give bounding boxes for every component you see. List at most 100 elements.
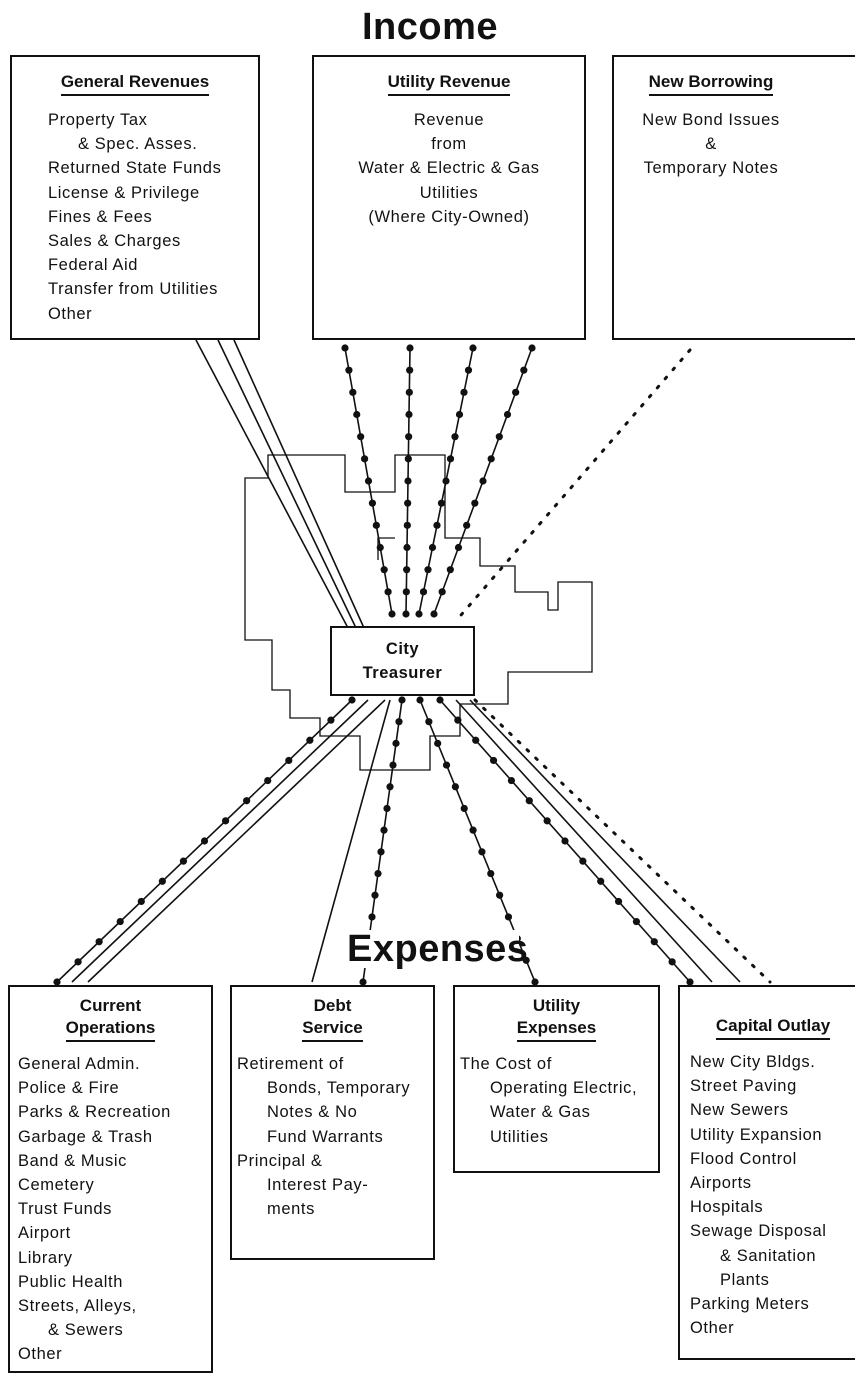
- utility-revenue-flow-1-bead: [345, 366, 353, 374]
- utility-revenue-flow-2-bead: [403, 543, 411, 552]
- list-item: Other: [48, 304, 93, 323]
- debt-service-flow-solid: [311, 699, 391, 983]
- utility-expenses-flow-beaded-bead: [496, 891, 504, 899]
- list-item: Notes & No: [267, 1103, 358, 1122]
- debt-service-flow-beaded-bead: [395, 718, 403, 726]
- utility-revenue-flow-4-bead: [503, 410, 512, 419]
- expenses-heading: Expenses: [345, 928, 529, 970]
- utility-expenses-flow-beaded-bead: [442, 761, 451, 769]
- list-item: New Sewers: [690, 1101, 789, 1120]
- list-item: Interest Pay-: [267, 1176, 369, 1195]
- capital-outlay-flow-beaded-bead: [436, 696, 444, 704]
- current-operations-title: Current Operations: [65, 995, 156, 1042]
- utility-expenses-flow-beaded-bead: [487, 869, 495, 878]
- debt-service-flow-beaded-bead: [380, 826, 388, 834]
- list-item: Returned State Funds: [48, 159, 222, 178]
- utility-revenue-flow-4-bead: [463, 521, 471, 529]
- utility-expenses-flow-beaded-bead: [531, 978, 539, 986]
- capital-outlay-flow-beaded-bead: [472, 736, 480, 744]
- utility-revenue-flow-4-bead: [438, 588, 446, 596]
- debt-service-flow-beaded-bead: [386, 783, 394, 791]
- utility-expenses-flow-beaded-bead: [504, 913, 513, 921]
- capital-outlay-flow-beaded-bead: [561, 837, 569, 845]
- utility-revenue-flow-3-bead: [442, 477, 450, 485]
- utility-revenue-flow-4-bead: [528, 344, 536, 352]
- utility-revenue-flow-3-bead: [424, 566, 432, 574]
- city-treasurer-line-2: Treasurer: [362, 664, 443, 682]
- current-operations-flow-beaded-bead: [221, 817, 230, 825]
- current-operations-flow-beaded-bead: [243, 797, 251, 805]
- capital-outlay-flow-beaded-bead: [507, 776, 516, 785]
- utility-revenue-flow-3-bead: [455, 410, 464, 419]
- capital-outlay-flow-beaded-bead: [614, 897, 623, 906]
- current-operations-flow-1: [71, 699, 369, 983]
- list-item: Fund Warrants: [267, 1127, 384, 1146]
- list-item: (Where City-Owned): [368, 207, 530, 226]
- capital-outlay-flow-1: [455, 699, 713, 983]
- current-operations-flow-beaded-bead: [74, 958, 82, 966]
- current-operations-box: Current Operations General Admin.Police …: [8, 985, 213, 1373]
- list-item: Temporary Notes: [643, 159, 779, 178]
- utility-revenue-flow-1-bead: [368, 499, 377, 507]
- general-revenues-box: General Revenues Property Tax& Spec. Ass…: [10, 55, 260, 340]
- list-item: & Spec. Asses.: [78, 135, 198, 154]
- list-item: &: [705, 135, 717, 154]
- income-heading: Income: [361, 6, 499, 48]
- utility-revenue-flow-2-bead: [405, 410, 413, 419]
- list-item: Utility Expansion: [690, 1125, 823, 1144]
- utility-expenses-flow-beaded-bead: [469, 826, 477, 834]
- utility-revenue-flow-4-bead: [512, 388, 520, 396]
- capital-outlay-flow-beaded-bead: [632, 917, 641, 926]
- current-operations-flow-beaded-bead: [53, 978, 61, 986]
- list-item: Principal &: [237, 1151, 323, 1170]
- utility-revenue-flow-1-bead: [364, 477, 373, 485]
- utility-revenue-flow-4-bead: [446, 566, 454, 574]
- capital-outlay-flow-beaded-bead: [668, 958, 676, 966]
- list-item: Garbage & Trash: [18, 1127, 153, 1146]
- utility-expenses-flow-beaded-bead: [416, 696, 424, 704]
- list-item: New Bond Issues: [642, 111, 780, 129]
- debt-service-flow-beaded-bead: [383, 804, 391, 813]
- list-item: Airport: [18, 1224, 71, 1243]
- utility-revenue-flow-1-bead: [384, 588, 392, 596]
- list-item: Retirement of: [237, 1055, 344, 1073]
- general-revenues-title: General Revenues: [60, 71, 210, 96]
- debt-service-flow-beaded-bead: [371, 891, 379, 899]
- capital-outlay-flow-beaded-bead: [489, 756, 498, 765]
- utility-revenue-flow-1-bead: [353, 410, 361, 419]
- list-item: Fines & Fees: [48, 207, 153, 226]
- list-item: Parking Meters: [690, 1295, 810, 1314]
- capital-outlay-box: Capital Outlay New City Bldgs.Street Pav…: [678, 985, 855, 1360]
- debt-service-flow-beaded-bead: [374, 869, 382, 878]
- debt-service-flow-beaded-bead: [359, 978, 367, 986]
- list-item: License & Privilege: [48, 183, 200, 202]
- utility-revenue-flow-3-bead: [437, 499, 446, 507]
- general-revenue-flow-2: [217, 339, 357, 629]
- money-flow-lines: [53, 339, 772, 986]
- utility-revenue-flow-2-bead: [406, 366, 414, 374]
- debt-service-title: Debt Service: [302, 995, 363, 1042]
- list-item: Hospitals: [690, 1198, 764, 1217]
- utility-revenue-flow-3-bead: [451, 433, 459, 441]
- utility-expenses-flow-beaded-bead: [451, 783, 459, 791]
- list-item: & Sewers: [48, 1321, 124, 1340]
- utility-revenue-flow-3-bead: [446, 455, 455, 463]
- capital-outlay-flow-beaded-bead: [686, 978, 694, 986]
- utility-revenue-flow-2-bead: [405, 388, 413, 396]
- list-item: Police & Fire: [18, 1079, 120, 1098]
- utility-revenue-flow-2-bead: [404, 499, 412, 507]
- list-item: Other: [18, 1345, 63, 1364]
- list-item: from: [431, 135, 467, 154]
- utility-expenses-flow-beaded-bead: [434, 739, 442, 747]
- utility-revenue-flow-4-bead: [520, 366, 528, 374]
- current-operations-flow-beaded-bead: [95, 938, 103, 946]
- list-item: Water & Electric & Gas: [358, 159, 540, 178]
